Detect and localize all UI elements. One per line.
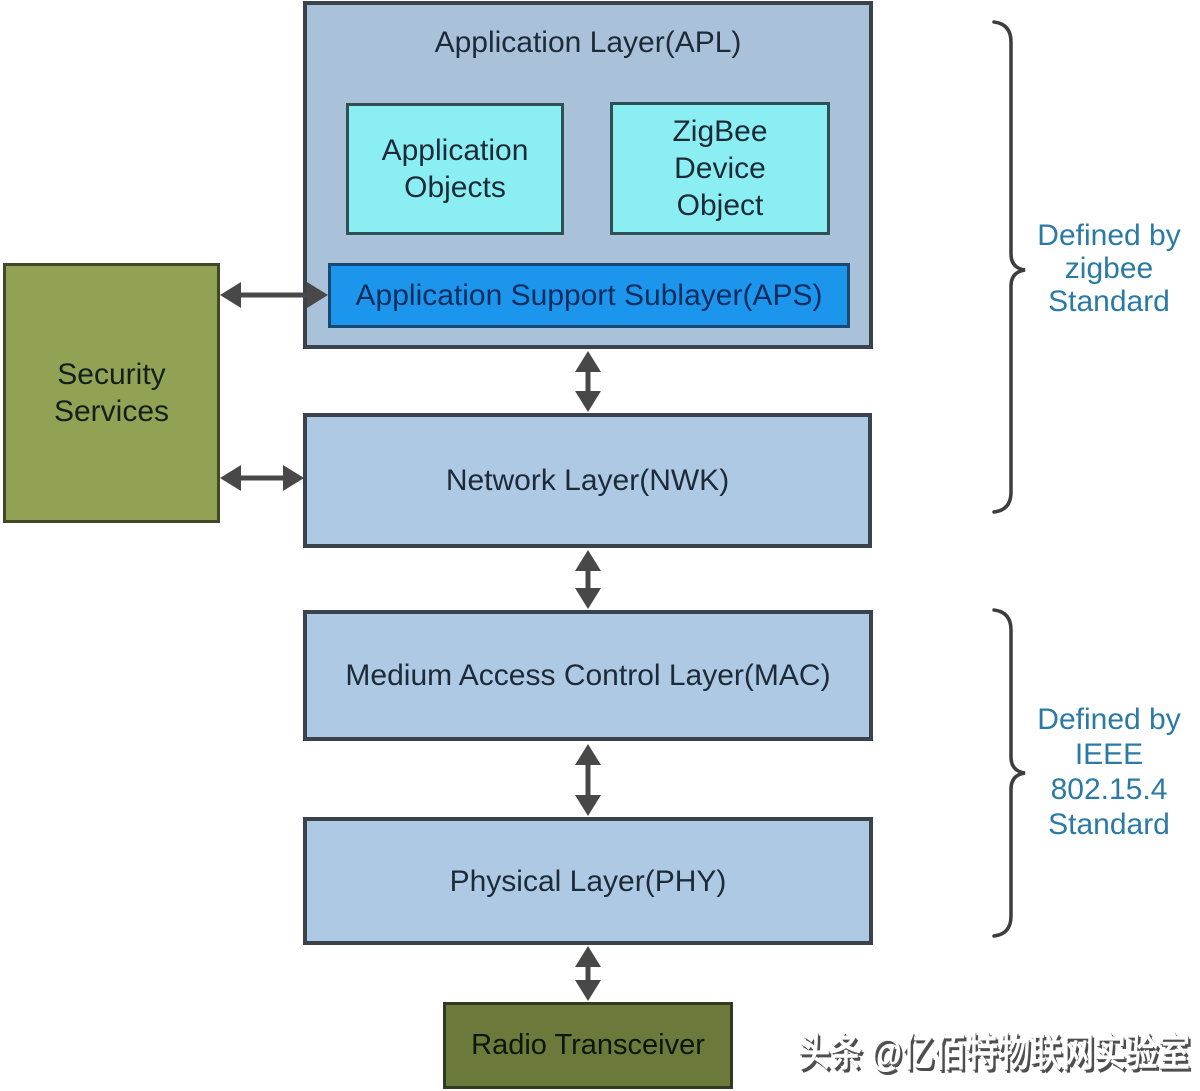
curly-brace-ieee-icon bbox=[992, 608, 1026, 938]
zigbee-device-object-box: ZigBee Device Object bbox=[610, 102, 830, 235]
radio-transceiver-box: Radio Transceiver bbox=[443, 1002, 733, 1089]
physical-layer-label: Physical Layer(PHY) bbox=[449, 864, 727, 898]
mac-layer-box: Medium Access Control Layer(MAC) bbox=[303, 610, 873, 741]
application-objects-box: Application Objects bbox=[346, 103, 564, 235]
watermark-text: 头条 @亿佰特物联网实验室 bbox=[798, 1032, 1190, 1075]
security-services-box: Security Services bbox=[3, 263, 220, 523]
ieee-standard-annotation: Defined by IEEE 802.15.4 Standard bbox=[1037, 703, 1181, 841]
aps-sublayer-box: Application Support Sublayer(APS) bbox=[328, 263, 850, 328]
network-layer-box: Network Layer(NWK) bbox=[303, 413, 872, 548]
security-services-label: Security Services bbox=[53, 358, 170, 428]
double-arrow-vertical-mac-phy-icon bbox=[575, 744, 601, 816]
radio-transceiver-label: Radio Transceiver bbox=[471, 1029, 705, 1061]
double-arrow-vertical-nwk-mac-icon bbox=[575, 550, 601, 609]
zigbee-device-object-label: ZigBee Device Object bbox=[672, 115, 768, 222]
application-layer-title: Application Layer(APL) bbox=[434, 26, 742, 59]
application-objects-label: Application Objects bbox=[381, 134, 529, 204]
zigbee-standard-annotation: Defined by zigbee Standard bbox=[1037, 219, 1181, 318]
aps-sublayer-label: Application Support Sublayer(APS) bbox=[355, 279, 823, 312]
network-layer-label: Network Layer(NWK) bbox=[445, 464, 730, 497]
double-arrow-horizontal-security-nwk-icon bbox=[220, 465, 304, 491]
double-arrow-horizontal-security-aps-icon bbox=[220, 282, 328, 308]
mac-layer-label: Medium Access Control Layer(MAC) bbox=[345, 659, 831, 692]
double-arrow-vertical-apl-nwk-icon bbox=[575, 351, 601, 412]
double-arrow-vertical-phy-radio-icon bbox=[575, 946, 601, 1001]
physical-layer-box: Physical Layer(PHY) bbox=[303, 817, 873, 945]
curly-brace-zigbee-icon bbox=[992, 20, 1026, 514]
